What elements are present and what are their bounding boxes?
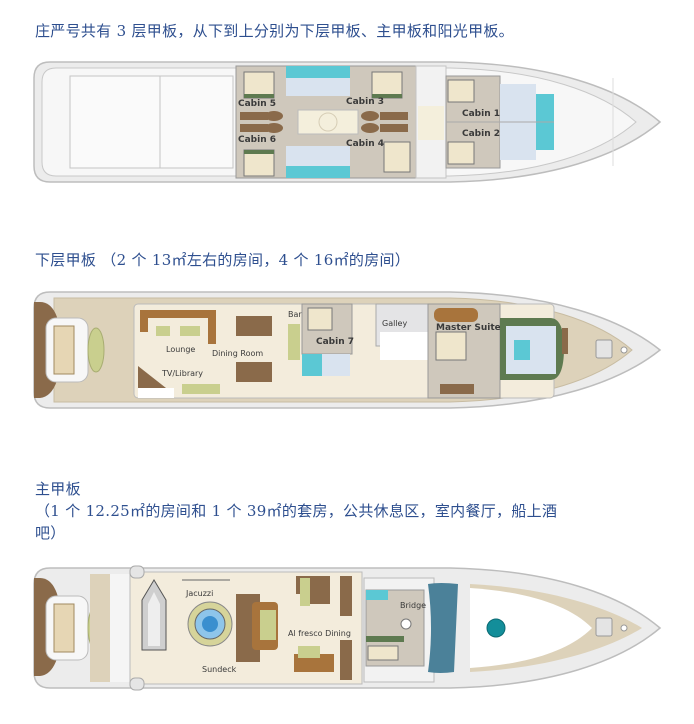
- main-deck-drawing: Lounge Dining Room TV/Library Bar Cabin …: [33, 291, 662, 409]
- sun-deck-drawing: Jacuzzi Sundeck Al fresco Dining Bridge: [33, 565, 662, 691]
- sun-deck-caption-title: 主甲板: [35, 480, 81, 498]
- main-deck-plan: Lounge Dining Room TV/Library Bar Cabin …: [30, 288, 670, 414]
- al-fresco-dining-label: Al fresco Dining: [288, 629, 351, 638]
- sun-deck-caption-detail: （1 个 12.25㎡的房间和 1 个 39㎡的套房，公共休息区，室内餐厅，船上…: [35, 502, 558, 520]
- cabin-1-label: Cabin 1: [462, 109, 500, 119]
- jacuzzi-label: Jacuzzi: [185, 589, 213, 598]
- cabin-5-label: Cabin 5: [238, 99, 276, 109]
- master-suite-label: Master Suite: [436, 323, 501, 333]
- dining-room-label: Dining Room: [212, 349, 263, 358]
- bridge-label: Bridge: [400, 601, 426, 610]
- cabin-6-label: Cabin 6: [238, 135, 276, 145]
- cabin-3-label: Cabin 3: [346, 97, 384, 107]
- lower-deck-drawing: Cabin 5 Cabin 6 Cabin 3 Cabin 4 Cabin 1 …: [33, 61, 662, 183]
- main-deck-caption: 下层甲板 （2 个 13㎡左右的房间，4 个 16㎡的房间）: [35, 251, 411, 269]
- tv-library-label: TV/Library: [161, 369, 203, 378]
- sun-deck-plan: Jacuzzi Sundeck Al fresco Dining Bridge: [30, 564, 670, 692]
- bar-label: Bar: [288, 310, 302, 319]
- cabin-7-label: Cabin 7: [316, 337, 354, 347]
- galley-label: Galley: [382, 319, 407, 328]
- sundeck-label: Sundeck: [202, 665, 237, 674]
- sun-deck-caption-detail-cont: 吧）: [35, 524, 66, 542]
- intro-caption: 庄严号共有 3 层甲板，从下到上分别为下层甲板、主甲板和阳光甲板。: [35, 22, 514, 40]
- lounge-label: Lounge: [166, 345, 195, 354]
- cabin-4-label: Cabin 4: [346, 139, 384, 149]
- cabin-2-label: Cabin 2: [462, 129, 500, 139]
- lower-deck-plan: Cabin 5 Cabin 6 Cabin 3 Cabin 4 Cabin 1 …: [30, 58, 670, 186]
